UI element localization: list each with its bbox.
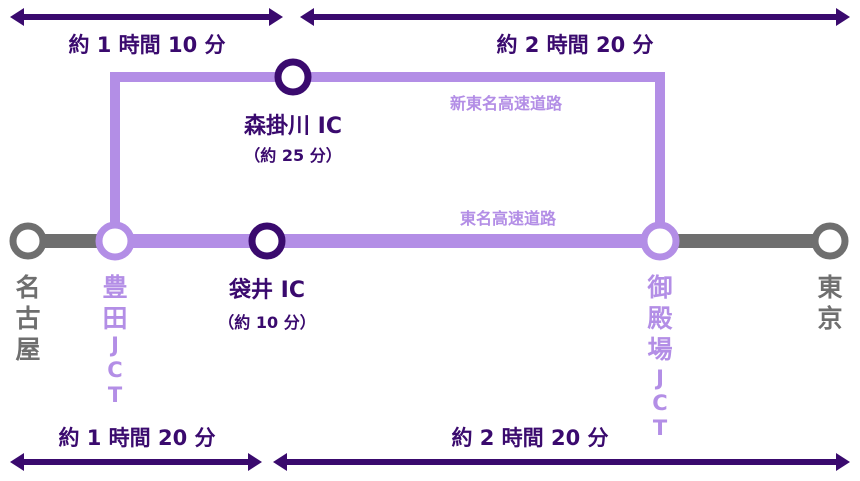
morikakegawa-ic-node [274, 58, 312, 96]
tokyo-node [811, 222, 849, 260]
gotemba-jct-char: T [653, 416, 668, 440]
bottom-left-duration-label: 約 1 時間 20 分 [58, 426, 215, 450]
nagoya-char: 古 [15, 304, 40, 333]
morikakegawa-ic-time: （約 25 分） [244, 146, 341, 165]
gotemba-jct-char: J [654, 366, 664, 390]
toyota-jct-label: 豊 田 J C T [102, 273, 127, 407]
gotemba-jct-char: C [652, 391, 667, 415]
top-left-duration-label: 約 1 時間 10 分 [68, 33, 225, 57]
bottom-right-duration-label: 約 2 時間 20 分 [451, 426, 608, 450]
nagoya-label: 名 古 屋 [15, 273, 40, 364]
top-left-duration-arrow [10, 8, 283, 26]
shin-tomei-route [110, 72, 665, 241]
toyota-jct-char: C [107, 358, 122, 382]
nagoya-char: 屋 [15, 335, 40, 364]
shin-tomei-label: 新東名高速道路 [450, 94, 563, 113]
fukuroi-ic-time: （約 10 分） [218, 313, 315, 332]
bottom-right-duration-arrow [273, 453, 850, 471]
toyota-jct-node [95, 221, 135, 261]
fukuroi-ic-node [248, 222, 286, 260]
gotemba-jct-char: 場 [647, 335, 672, 364]
nagoya-node [9, 222, 47, 260]
top-right-duration-label: 約 2 時間 20 分 [496, 33, 653, 57]
top-right-duration-arrow [300, 8, 850, 26]
gotemba-jct-char: 御 [646, 273, 672, 302]
bottom-left-duration-arrow [10, 453, 262, 471]
toyota-jct-char: J [109, 333, 119, 357]
morikakegawa-ic-label: 森掛川 IC [244, 113, 342, 139]
toyota-jct-char: 豊 [102, 273, 127, 302]
tokyo-char: 東 [817, 273, 842, 302]
fukuroi-ic-label: 袋井 IC [228, 277, 305, 303]
nagoya-char: 名 [15, 273, 40, 302]
toyota-jct-char: T [108, 383, 123, 407]
gotemba-jct-char: 殿 [646, 304, 673, 333]
tomei-label: 東名高速道路 [460, 209, 557, 228]
gotemba-jct-label: 御 殿 場 J C T [646, 273, 673, 440]
tokyo-label: 東 京 [817, 273, 842, 333]
toyota-jct-char: 田 [102, 304, 127, 333]
tokyo-char: 京 [817, 304, 842, 333]
gotemba-jct-node [640, 221, 680, 261]
